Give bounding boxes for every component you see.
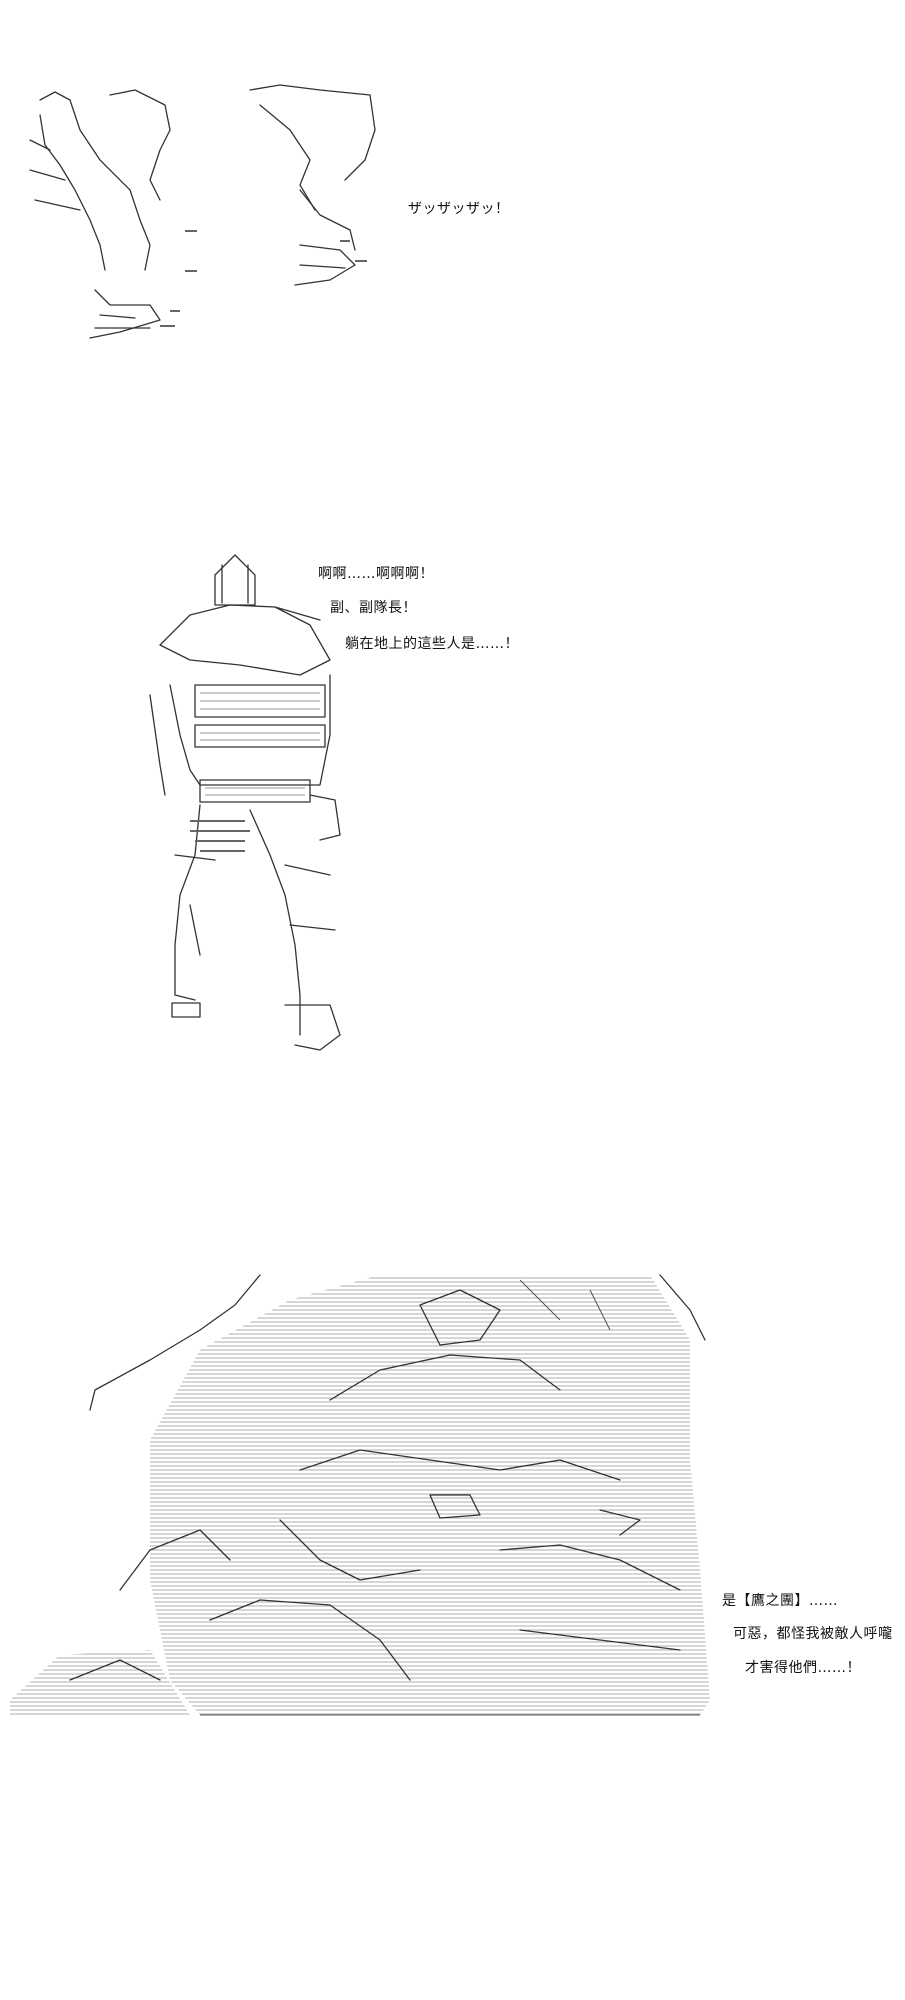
armored-knight-ascii-art	[149, 554, 341, 1051]
panel-2-armored-knight: 啊啊……啊啊啊！ 副、副隊長！ 躺在地上的這些人是……！	[0, 535, 905, 1075]
dialogue-line: ザッザッザッ！	[408, 201, 510, 217]
dialogue-line: 啊啊……啊啊啊！	[318, 566, 434, 582]
dialogue-line: 是【鷹之團】……	[722, 1593, 838, 1609]
fallen-soldiers-ascii-art	[10, 1274, 710, 1716]
dialogue-line: 才害得他們……！	[745, 1660, 861, 1676]
panel-1-marching-soldiers: ザッザッザッ！	[0, 70, 905, 350]
dialogue-line: 副、副隊長！	[330, 600, 417, 616]
panel-3-fallen-soldiers: 是【鷹之團】…… 可惡，都怪我被敵人呼嚨 才害得他們……！	[0, 1260, 905, 1820]
armor-crosshatch	[200, 692, 320, 796]
marching-soldiers-ascii-art	[29, 84, 376, 339]
dialogue-line: 躺在地上的這些人是……！	[345, 636, 519, 652]
dialogue-line: 可惡，都怪我被敵人呼嚨	[733, 1626, 893, 1642]
